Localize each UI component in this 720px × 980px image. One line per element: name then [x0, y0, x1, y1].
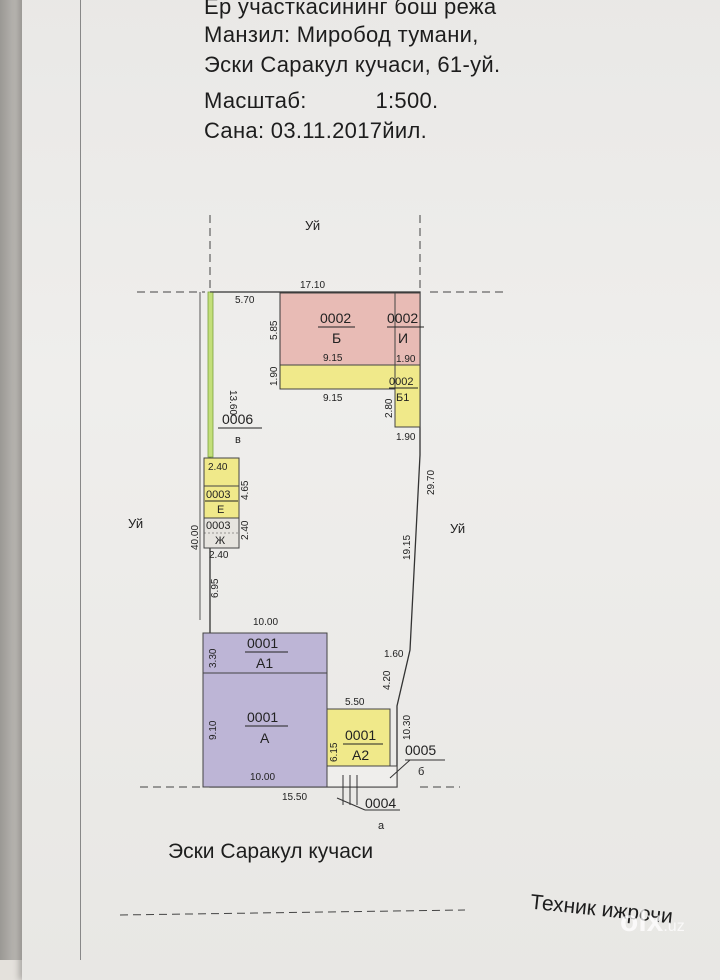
dim-1-60: 1.60 — [384, 649, 404, 660]
dim-17-10: 17.10 — [300, 280, 325, 291]
boundary-dashes — [119, 215, 503, 916]
dim-9-15-below: 9.15 — [323, 393, 343, 404]
dim-2-40-side: 2.40 — [240, 520, 251, 540]
building-zh-num: 0003 — [206, 520, 230, 532]
building-a1 — [202, 632, 328, 674]
dim-5-70: 5.70 — [235, 295, 255, 306]
structure-a-lines — [336, 759, 445, 811]
address-line: Манзил: Миробод тумани, — [204, 22, 479, 47]
building-a1-num: 0001 — [247, 635, 278, 651]
dim-2-80: 2.80 — [384, 398, 395, 418]
paper-sheet — [22, 0, 720, 980]
watermark-suffix: .uz — [663, 918, 685, 935]
scale-label: Масштаб: — [204, 88, 307, 113]
building-i-num: 0002 — [387, 310, 418, 326]
dim-4-65: 4.65 — [240, 480, 251, 500]
building-a2-base — [326, 765, 398, 788]
dim-10-30: 10.30 — [402, 715, 413, 740]
building-a2 — [326, 708, 391, 767]
site-plan: Уй Уй Уй 0002 Б 0002 И 0002 Б1 0006 в 00… — [119, 215, 503, 916]
olx-watermark: olx.uz — [620, 905, 685, 939]
dim-9-10: 9.10 — [208, 720, 219, 740]
dim-2-40-bottom: 2.40 — [209, 550, 229, 561]
date-label: Сана: — [204, 118, 265, 143]
structure-b-num: 0005 — [405, 742, 436, 758]
dim-5-50: 5.50 — [345, 697, 365, 708]
watermark-logo: olx — [620, 905, 664, 938]
dim-10-00-bottom: 10.00 — [250, 772, 275, 783]
building-a2-num: 0001 — [345, 727, 376, 743]
street-line: Эски Саракул кучаси, 61-уй. — [204, 52, 501, 77]
dim-6-15: 6.15 — [329, 742, 340, 762]
date-value: 03.11.2017йил. — [270, 118, 427, 143]
building-a — [202, 672, 328, 788]
dim-1-90-b1: 1.90 — [396, 432, 416, 443]
date-row: Сана: 03.11.2017йил. — [204, 118, 427, 144]
building-a-letter: А — [260, 730, 270, 746]
dim-9-15-inside: 9.15 — [323, 353, 343, 364]
building-a-num: 0001 — [247, 709, 278, 725]
building-v-letter: в — [235, 434, 241, 446]
dim-1-90-i: 1.90 — [396, 354, 416, 365]
dim-lines — [199, 292, 281, 620]
structure-b-letter: б — [418, 766, 424, 778]
building-i — [394, 292, 421, 366]
dim-15-50: 15.50 — [282, 792, 307, 803]
building-b1-num: 0002 — [389, 376, 413, 388]
building-b1-letter: Б1 — [396, 392, 409, 404]
building-a1-letter: А1 — [256, 655, 273, 671]
dim-19-15: 19.15 — [402, 535, 413, 560]
margin-line — [80, 0, 81, 960]
dim-6-95: 6.95 — [210, 578, 221, 598]
dim-29-70: 29.70 — [426, 470, 437, 495]
building-e-num: 0003 — [206, 489, 230, 501]
building-b-yellow-strip — [279, 364, 396, 390]
structure-a-letter: а — [378, 820, 385, 832]
building-i-letter: И — [398, 330, 408, 346]
side-label-top: Уй — [305, 218, 320, 233]
building-v-num: 0006 — [222, 411, 253, 427]
side-label-right: Уй — [450, 521, 465, 536]
building-b — [279, 292, 396, 366]
dim-3-30: 3.30 — [208, 648, 219, 668]
building-a2-letter: А2 — [352, 747, 369, 763]
building-b-letter: Б — [332, 330, 341, 346]
building-v-strip — [207, 291, 214, 458]
scale-value: 1:500. — [375, 88, 439, 113]
street-name: Эски Саракул кучаси — [168, 840, 374, 863]
building-e-letter: Е — [217, 504, 224, 516]
dim-10-00-a1: 10.00 — [253, 617, 278, 628]
dim-2-40-top: 2.40 — [208, 462, 228, 473]
header-line-1: Ер участкасининг бош режа — [204, 0, 497, 19]
structure-a-num: 0004 — [365, 795, 396, 811]
side-label-left: Уй — [128, 516, 143, 531]
building-e-top — [203, 457, 240, 487]
scale-row: Масштаб: 1:500. — [204, 88, 438, 114]
dim-4-20: 4.20 — [382, 670, 393, 690]
dim-1-90-left: 1.90 — [269, 366, 280, 386]
dim-5-85: 5.85 — [269, 320, 280, 340]
dim-40-00: 40.00 — [190, 525, 201, 550]
building-zh-letter: Ж — [215, 535, 225, 547]
building-b1 — [394, 364, 421, 428]
building-e — [203, 485, 240, 519]
building-b-num: 0002 — [320, 310, 351, 326]
dim-13-60: 13.60 — [227, 390, 238, 415]
